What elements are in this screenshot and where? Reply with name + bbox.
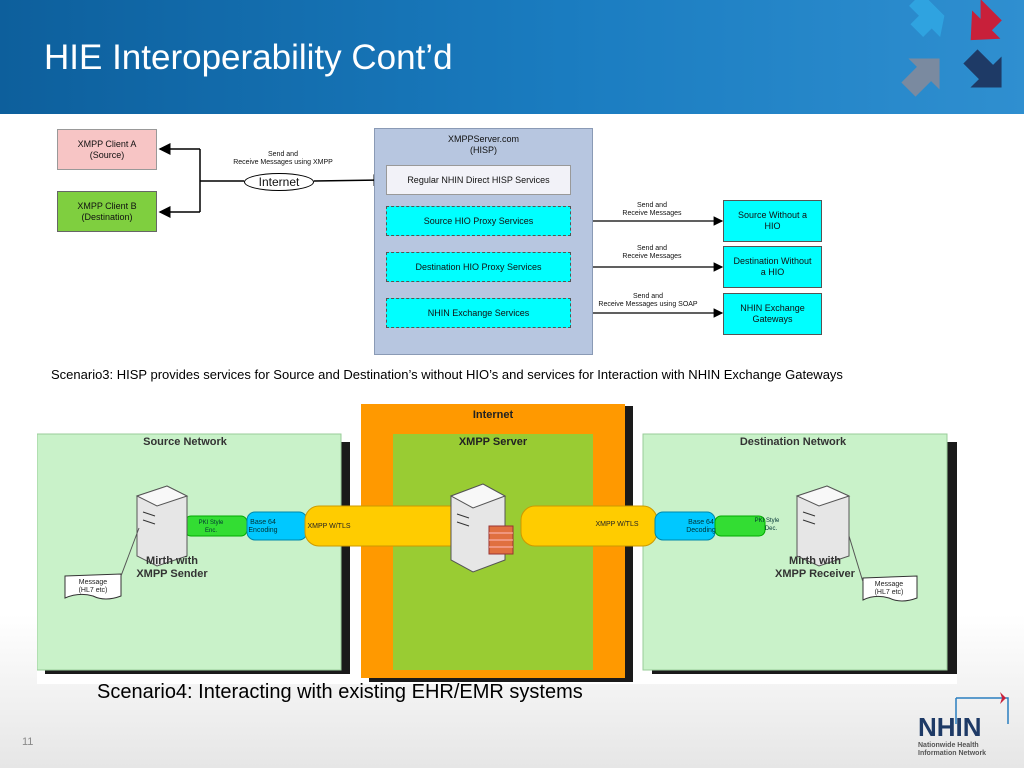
receiver-label-1: Mirth with	[789, 555, 841, 567]
source-network-label: Source Network	[143, 436, 228, 448]
scenario4-network-diagram: Internet Source Network XMPP Server Dest…	[37, 400, 957, 684]
destination-network-label: Destination Network	[740, 436, 847, 448]
message-left-label-1: Message	[79, 579, 108, 586]
destination-server-icon	[795, 485, 851, 567]
page-number: 11	[22, 736, 34, 748]
xmpp-tls-right-label: XMPP W/TLS	[595, 521, 638, 528]
xmpp-tls-left-label: XMPP W/TLS	[307, 523, 350, 530]
send-receive-xmpp-label: Send and Receive Messages using XMPP	[233, 151, 333, 166]
sender-label-1: Mirth with	[146, 555, 198, 567]
scenario3-caption: Scenario3: HISP provides services for So…	[51, 367, 843, 382]
sender-label-2: XMPP Sender	[136, 568, 208, 580]
source-hio-proxy-services: Source HIO Proxy Services	[386, 206, 571, 236]
send-receive-label-1: Send and Receive Messages	[622, 202, 682, 217]
scenario3-connectors	[158, 143, 724, 318]
nhin-logo: NHIN Nationwide Health Information Netwo…	[918, 692, 1009, 757]
message-right-label-2: (HL7 etc)	[875, 589, 904, 596]
nhin-exchange-gateways: NHIN Exchange Gateways	[723, 293, 822, 335]
message-right-label-1: Message	[875, 581, 904, 588]
receiver-label-2: XMPP Receiver	[775, 568, 856, 580]
internet-cloud: Internet	[244, 173, 314, 191]
pki-dec-label-1: PKI Style	[755, 518, 780, 524]
source-without-hio: Source Without a HIO	[723, 200, 822, 242]
send-receive-label-2: Send and Receive Messages	[622, 245, 682, 260]
source-network-area	[37, 433, 342, 671]
xmpp-client-b: XMPP Client B (Destination)	[57, 191, 157, 232]
pki-dec-label-2: Dec.	[765, 526, 778, 532]
pki-enc-label-2: Enc.	[205, 528, 217, 534]
nhin-exchange-services: NHIN Exchange Services	[386, 298, 571, 328]
xmpp-server-label: XMPP Server	[459, 436, 528, 448]
pki-enc-label-1: PKI Style	[199, 520, 224, 526]
destination-hio-proxy-services: Destination HIO Proxy Services	[386, 252, 571, 282]
destination-without-hio: Destination Without a HIO	[723, 246, 822, 288]
destination-network-area	[642, 433, 948, 671]
slide-title: HIE Interoperability Cont’d	[44, 38, 453, 77]
pki-dec-pipe	[714, 515, 766, 537]
base64-dec-pipe	[654, 511, 716, 541]
message-right-icon	[862, 575, 918, 602]
xmpp-client-a: XMPP Client A (Source)	[57, 129, 157, 170]
base64-dec-label-2: Decoding	[686, 527, 716, 534]
message-left-icon	[64, 573, 122, 600]
base64-enc-pipe	[246, 511, 308, 541]
base64-enc-label-1: Base 64	[250, 519, 276, 526]
message-left-connector	[120, 527, 140, 577]
source-server-icon	[135, 485, 189, 567]
internet-label: Internet	[473, 409, 514, 421]
nhin-arrow-icon	[1000, 692, 1006, 704]
message-right-connector	[848, 535, 864, 583]
xmpp-server-icon	[449, 483, 514, 573]
base64-enc-label-2: Encoding	[248, 527, 277, 534]
send-receive-soap-label: Send and Receive Messages using SOAP	[598, 293, 698, 308]
hisp-title: XMPPServer.com (HISP)	[447, 134, 520, 155]
regular-hisp-services: Regular NHIN Direct HISP Services	[386, 165, 571, 195]
arrows-logo-icon	[901, 0, 1002, 97]
base64-dec-label-1: Base 64	[688, 519, 714, 526]
message-left-label-2: (HL7 etc)	[79, 587, 108, 594]
nhin-logo-sub-1: Nationwide Health	[918, 742, 979, 749]
header-banner	[0, 0, 1024, 114]
nhin-logo-text: NHIN	[918, 712, 982, 742]
nhin-logo-sub-2: Information Network	[918, 750, 986, 757]
scenario4-caption: Scenario4: Interacting with existing EHR…	[97, 681, 583, 703]
